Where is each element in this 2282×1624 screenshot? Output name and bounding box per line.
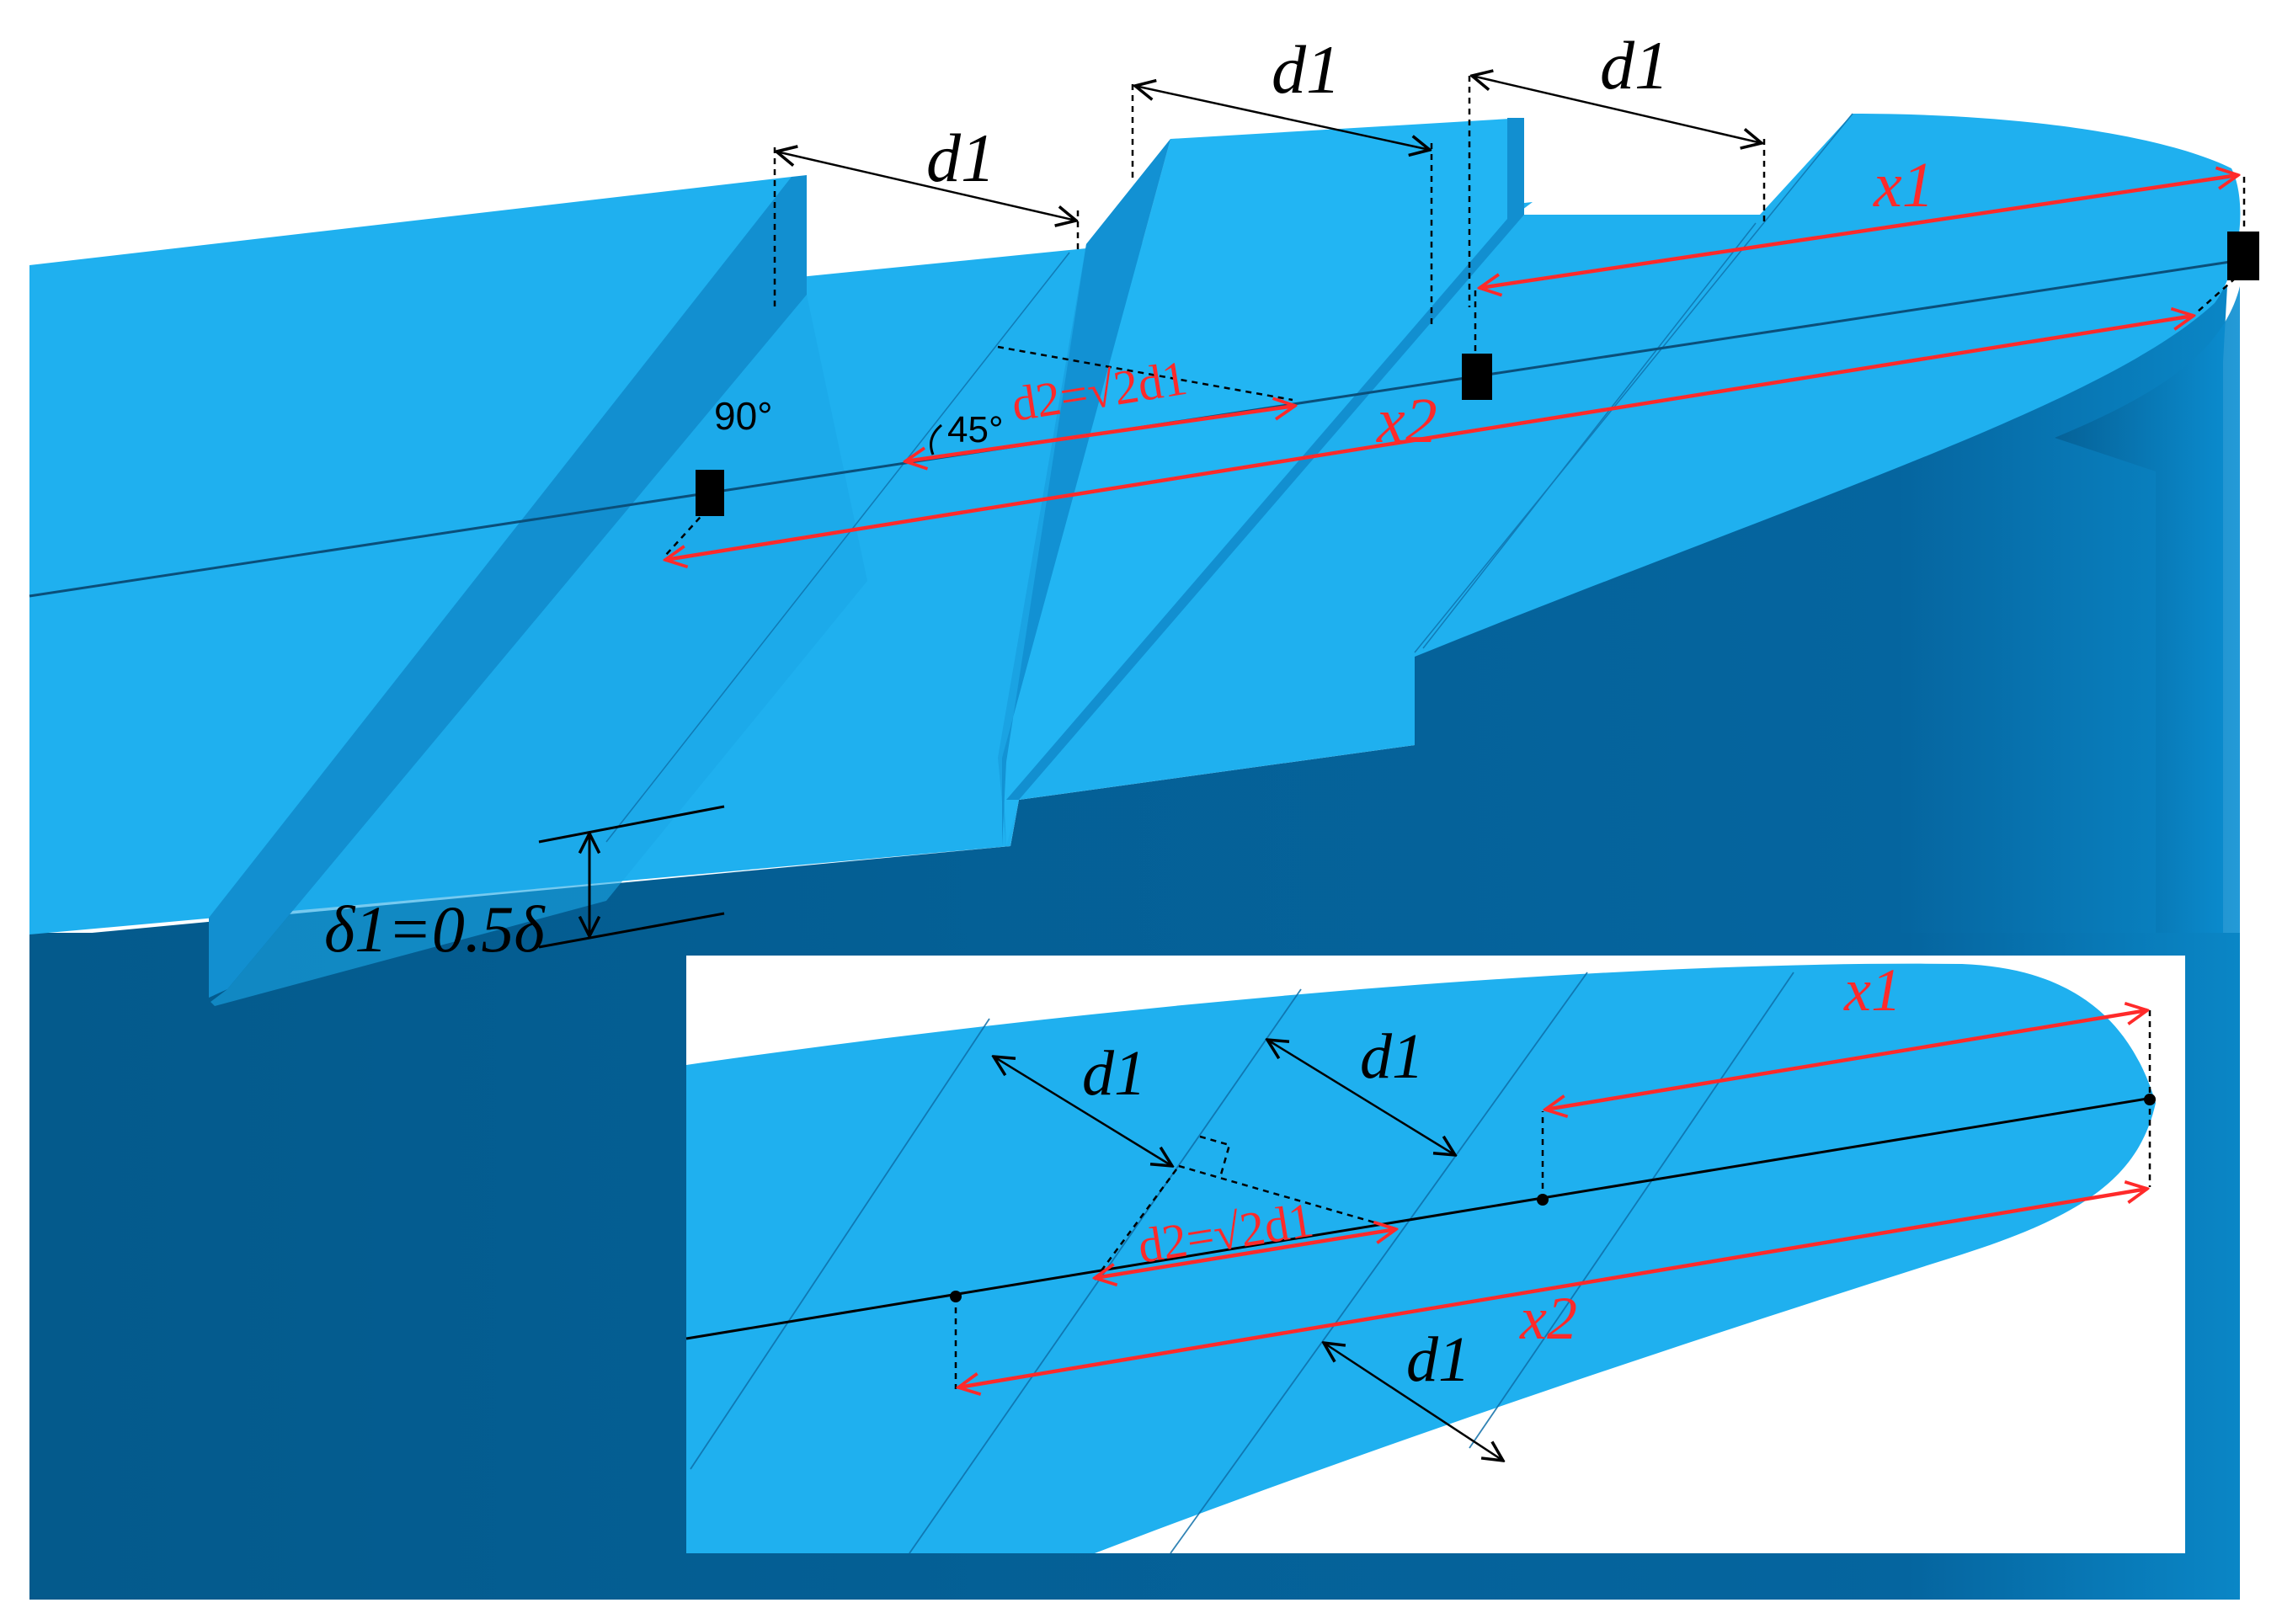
x2-label: x2 [1376,386,1437,456]
angle-45-arc [930,423,942,455]
angle-45-label: 45° [947,409,1004,450]
wing-body-side [29,286,2227,939]
d1-label-3: d1 [1600,27,1669,104]
groove1-wall [209,175,807,998]
delta-annotation [538,805,725,949]
inset-x2-label: x2 [1519,1285,1577,1352]
sensor-marker-1 [696,470,724,516]
inset-d1-label-3: d1 [1406,1324,1470,1395]
inset-view: d1 d1 d1 x1 x2 d2=√2d1 [685,956,2185,1554]
inset-d1-label-2: d1 [1360,1021,1424,1092]
inset-d1-label-1: d1 [1082,1038,1146,1109]
angle-90-label: 90° [714,394,773,438]
delta-formula-label: δ1=0.5δ [324,892,546,966]
inset-x-arrows [958,1010,2147,1387]
d1-arrows [776,76,1762,221]
x1-label: x1 [1873,150,1934,221]
sensor-marker-3 [2227,232,2259,280]
x-arrows [665,175,2238,560]
d1-label-2: d1 [1272,31,1341,108]
d1-label-1: d1 [926,120,995,196]
sensor-marker-2 [1462,354,1492,400]
inset-x1-label: x1 [1843,956,1901,1024]
rib-left-face [1002,139,1170,846]
